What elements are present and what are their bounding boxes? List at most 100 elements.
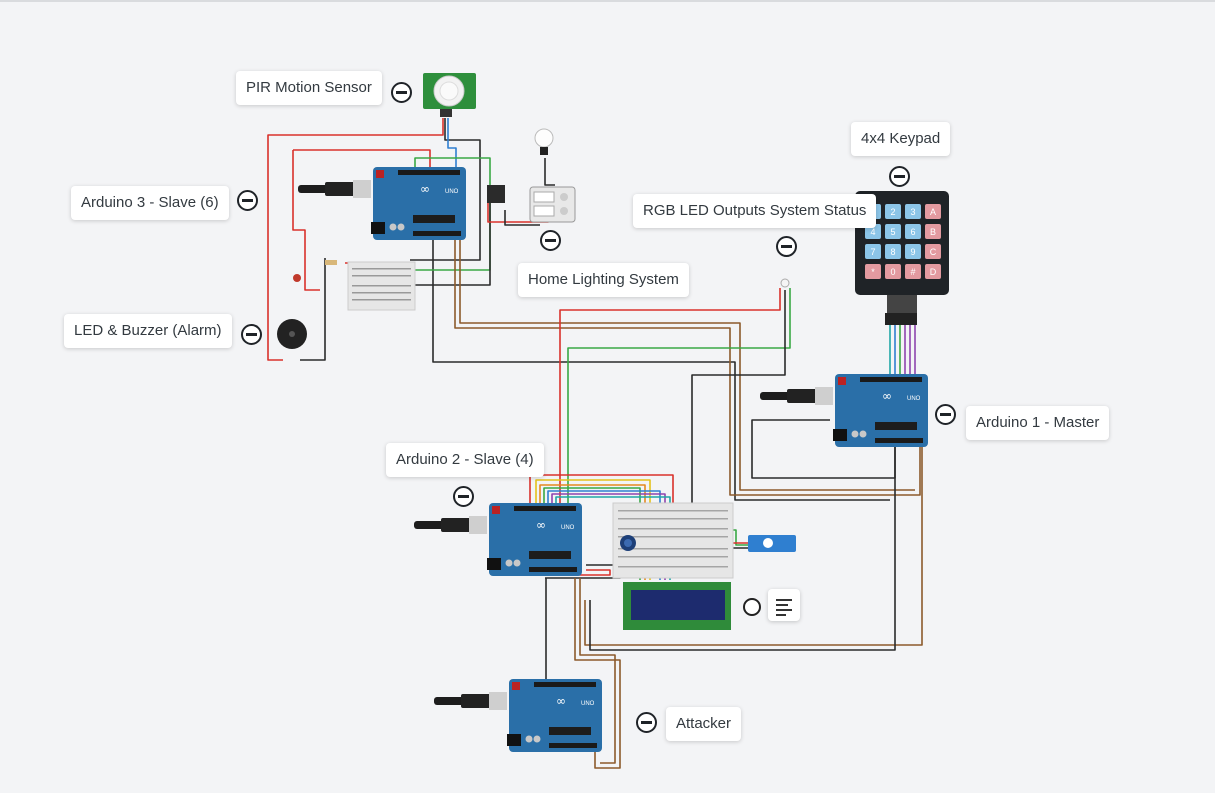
usb-connector (489, 692, 507, 710)
usb-cable (760, 392, 790, 400)
keypad-key-label: # (910, 267, 915, 277)
keypad-key[interactable] (905, 244, 921, 259)
label-arduino3[interactable]: Arduino 3 - Slave (6) (71, 186, 229, 220)
servo-motor[interactable] (748, 535, 796, 552)
header-pins (549, 743, 597, 748)
lcd-ring-handle[interactable] (743, 598, 761, 616)
keypad-key[interactable] (925, 264, 941, 279)
wire-black (432, 240, 890, 501)
arduino-3-board[interactable]: ∞ UNO (298, 167, 466, 240)
label-lighting[interactable]: Home Lighting System (518, 263, 689, 297)
keypad-key[interactable] (905, 204, 921, 219)
uno-text: UNO (581, 701, 595, 707)
collapse-arduino2-button[interactable] (453, 486, 474, 507)
keypad-key[interactable] (885, 244, 901, 259)
header-pins (860, 377, 922, 382)
reset-button[interactable] (376, 170, 384, 178)
label-pir[interactable]: PIR Motion Sensor (236, 71, 382, 105)
wire-red (293, 149, 431, 168)
light-bulb[interactable] (534, 128, 554, 155)
collapse-led-buzzer-button[interactable] (241, 324, 262, 345)
keypad-key[interactable] (885, 264, 901, 279)
arduino-logo-icon: ∞ (536, 518, 546, 532)
capacitor (389, 223, 397, 231)
usb-cable (414, 521, 444, 529)
top-divider (0, 0, 1215, 2)
light-switch-panel[interactable] (529, 186, 576, 223)
keypad-key[interactable] (885, 204, 901, 219)
keypad-key[interactable] (865, 264, 881, 279)
uno-text: UNO (445, 189, 459, 195)
wire-black (589, 445, 896, 651)
note-button[interactable] (768, 589, 800, 621)
wire-red (559, 288, 781, 505)
keypad-key-label: 3 (910, 207, 915, 217)
wire-brown (454, 240, 921, 496)
collapse-keypad-button[interactable] (889, 166, 910, 187)
keypad-key[interactable] (905, 224, 921, 239)
label-attacker[interactable]: Attacker (666, 707, 742, 741)
rgb-led[interactable] (780, 278, 790, 288)
usb-connector (353, 180, 371, 198)
collapse-pir-button[interactable] (391, 82, 412, 103)
pir-sensor[interactable] (423, 73, 476, 117)
power-jack (833, 429, 847, 441)
keypad-key[interactable] (925, 204, 941, 219)
collapse-rgb-button[interactable] (776, 236, 797, 257)
wire-red (267, 118, 444, 361)
usb-plug (441, 518, 471, 532)
relay-module[interactable] (487, 185, 505, 203)
led-red[interactable] (293, 274, 301, 282)
usb-connector (469, 516, 487, 534)
usb-plug (461, 694, 491, 708)
potentiometer[interactable] (620, 535, 636, 551)
label-arduino1[interactable]: Arduino 1 - Master (966, 406, 1110, 440)
keypad-key[interactable] (865, 244, 881, 259)
keypad-key-label: * (871, 267, 875, 277)
keypad-key-label: 9 (910, 247, 915, 257)
label-keypad[interactable]: 4x4 Keypad (851, 122, 951, 156)
microcontroller-chip (549, 727, 591, 735)
wire-brown (579, 578, 616, 764)
reset-button[interactable] (512, 682, 520, 690)
keypad-key[interactable] (905, 264, 921, 279)
capacitor (525, 735, 533, 743)
breadboard-small[interactable] (347, 261, 416, 311)
wire-green (567, 288, 791, 505)
collapse-lighting-button[interactable] (540, 230, 561, 251)
arduino-logo-icon: ∞ (420, 182, 430, 196)
reset-button[interactable] (838, 377, 846, 385)
capacitor (859, 430, 867, 438)
uno-text: UNO (561, 525, 575, 531)
arduino-logo-icon: ∞ (556, 694, 566, 708)
collapse-arduino1-button[interactable] (935, 404, 956, 425)
wire-red (292, 150, 320, 291)
arduino-1-board[interactable]: ∞UNO (760, 374, 928, 447)
note-line-icon (776, 604, 788, 606)
header-pins (529, 567, 577, 572)
keypad[interactable]: 123A456B789C*0#D (855, 191, 949, 325)
label-led-buzzer[interactable]: LED & Buzzer (Alarm) (64, 314, 232, 348)
microcontroller-chip (875, 422, 917, 430)
label-arduino2[interactable]: Arduino 2 - Slave (4) (386, 443, 544, 477)
arduino-attacker-board[interactable]: ∞ UNO (434, 679, 602, 752)
lcd-display[interactable] (623, 582, 731, 630)
keypad-key[interactable] (885, 224, 901, 239)
keypad-key[interactable] (925, 244, 941, 259)
label-rgb[interactable]: RGB LED Outputs System Status (633, 194, 877, 228)
header-pins (398, 170, 460, 175)
uno-pcb (509, 679, 602, 752)
resistor[interactable] (325, 260, 337, 265)
keypad-key-label: 2 (890, 207, 895, 217)
reset-button[interactable] (492, 506, 500, 514)
microcontroller-chip (413, 215, 455, 223)
buzzer[interactable] (277, 319, 307, 349)
keypad-key-label: 8 (890, 247, 895, 257)
collapse-arduino3-button[interactable] (237, 190, 258, 211)
wire-brown (574, 578, 621, 769)
keypad-key[interactable] (925, 224, 941, 239)
collapse-attacker-button[interactable] (636, 712, 657, 733)
note-line-icon (776, 609, 792, 611)
arduino-2-board[interactable]: ∞ UNO (414, 503, 582, 576)
